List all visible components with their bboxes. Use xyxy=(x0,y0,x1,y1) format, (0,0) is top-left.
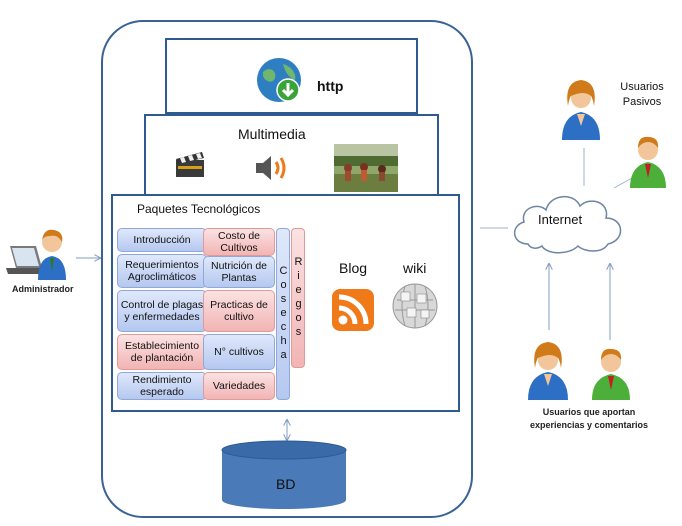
speaker-icon xyxy=(256,156,286,180)
package-cosecha[interactable]: Cosecha xyxy=(276,228,290,400)
package-nutricion[interactable]: Nutrición de Plantas xyxy=(203,256,275,288)
database-cylinder[interactable] xyxy=(220,440,348,510)
passive-user-female-icon xyxy=(562,80,600,140)
package-n-cultivos[interactable]: N° cultivos xyxy=(203,334,275,370)
server-container xyxy=(101,20,473,518)
package-costo[interactable]: Costo de Cultivos xyxy=(203,228,275,256)
package-requerimientos[interactable]: Requerimientos Agroclimáticos xyxy=(117,254,207,288)
contributing-users-label: Usuarios que aportan experiencias y come… xyxy=(520,406,658,432)
internet-cloud[interactable] xyxy=(506,186,630,258)
package-riegos[interactable]: Riegos xyxy=(291,228,305,368)
field-photo xyxy=(334,144,398,192)
multimedia-layer: Multimedia xyxy=(144,114,439,196)
wiki-label: wiki xyxy=(403,260,427,276)
admin-label: Administrador xyxy=(12,284,74,294)
passive-user-male-icon xyxy=(630,136,666,188)
database-label: BD xyxy=(276,476,296,492)
contributing-users-text: Usuarios que aportan experiencias y come… xyxy=(529,407,649,430)
passive-user-line-2 xyxy=(613,177,633,189)
blog-label: Blog xyxy=(339,260,368,276)
riegos-label: Riegos xyxy=(292,256,305,340)
package-practicas[interactable]: Practicas de cultivo xyxy=(203,290,275,332)
http-label: http xyxy=(317,78,344,94)
http-layer: http xyxy=(165,38,418,114)
internet-label: Internet xyxy=(538,212,583,227)
admin-user-icon xyxy=(6,229,66,280)
passive-users-text: Usuarios Pasivos xyxy=(620,81,664,108)
package-rendimiento[interactable]: Rendimiento esperado xyxy=(117,372,207,400)
package-introduccion[interactable]: Introducción xyxy=(117,228,207,252)
multimedia-label: Multimedia xyxy=(238,126,306,142)
packages-layer: Paquetes Tecnológicos Introducción Reque… xyxy=(111,194,460,412)
package-control-plagas[interactable]: Control de plagas y enfermedades xyxy=(117,290,207,332)
contributor-male-icon xyxy=(592,348,630,400)
globe-download-icon xyxy=(257,58,301,102)
passive-users-label: Usuarios Pasivos xyxy=(612,80,672,110)
package-establecimiento[interactable]: Establecimiento de plantación xyxy=(117,334,207,370)
package-variedades[interactable]: Variedades xyxy=(203,372,275,400)
cosecha-label: Cosecha xyxy=(277,265,290,363)
wikipedia-globe-icon[interactable] xyxy=(391,282,439,330)
packages-title: Paquetes Tecnológicos xyxy=(137,202,261,216)
clapperboard-icon xyxy=(176,152,204,177)
rss-icon[interactable] xyxy=(331,288,375,332)
contributor-female-icon xyxy=(528,342,568,400)
